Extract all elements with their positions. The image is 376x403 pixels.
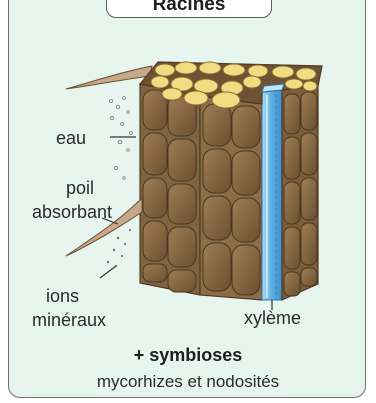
label-absorbant: absorbant	[32, 202, 112, 222]
ions-leader	[100, 266, 116, 278]
root-hair-top	[66, 66, 152, 89]
water-dots	[109, 97, 132, 180]
label-eau: eau	[56, 128, 86, 148]
label-mineraux: minéraux	[32, 310, 106, 330]
label-xyleme: xylème	[244, 308, 301, 328]
label-poil: poil	[66, 178, 94, 198]
caption-title: + symbioses	[0, 345, 376, 366]
caption-text: mycorhizes et nodosités	[0, 372, 376, 392]
label-ions: ions	[46, 286, 79, 306]
xylem-vessel	[262, 90, 282, 300]
ion-dots	[107, 229, 131, 267]
